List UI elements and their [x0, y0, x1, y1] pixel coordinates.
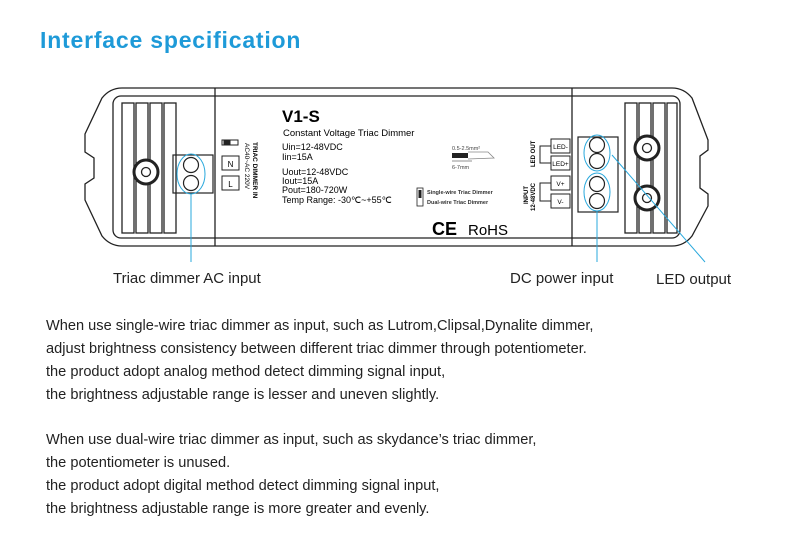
pin-v-minus: V-: [557, 199, 563, 206]
spec-pout: Pout=180-720W: [282, 185, 348, 195]
text-line: the potentiometer is unused.: [46, 455, 231, 471]
switch-option-single: Single-wire Triac Dimmer: [427, 190, 494, 196]
led-out-label: LED OUT: [531, 140, 537, 167]
text-line: When use single-wire triac dimmer as inp…: [46, 318, 594, 334]
device-outline: [84, 87, 709, 247]
ac-range-label: AC40~AC 220V: [243, 143, 250, 190]
pin-l: L: [228, 180, 233, 189]
spec-uout: Uout=12-48VDC: [282, 167, 349, 177]
spec-iin: Iin=15A: [282, 152, 313, 162]
text-line: adjust brightness consistency between di…: [46, 341, 587, 357]
text-line: the product adopt analog method detect d…: [46, 364, 446, 380]
model-name: V1-S: [282, 107, 320, 126]
text-line: the brightness adjustable range is more …: [46, 501, 430, 517]
input-label: INPUT: [524, 186, 530, 204]
ac-input-terminal: [172, 154, 214, 194]
switch-option-dual: Dual-wire Triac Dimmer: [427, 200, 489, 206]
callout-dc-input: DC power input: [510, 270, 614, 287]
pin-n: N: [228, 160, 234, 169]
dc-led-terminal: [577, 136, 619, 213]
input-range-label: 12-48VDC: [531, 182, 537, 211]
page-title: Interface specification: [40, 27, 302, 53]
pin-led-plus: LED+: [552, 161, 569, 168]
wire-gauge: 0.5-2.5mm²: [452, 146, 480, 152]
wire-strip-icon: [452, 151, 495, 162]
product-subtitle: Constant Voltage Triac Dimmer: [283, 128, 414, 139]
strip-length: 6-7mm: [452, 165, 470, 171]
rohs-mark: RoHS: [468, 222, 508, 239]
paragraph-single-wire: When use single-wire triac dimmer as inp…: [46, 315, 593, 407]
paragraph-dual-wire: When use dual-wire triac dimmer as input…: [46, 429, 536, 521]
text-line: the product adopt digital method detect …: [46, 478, 440, 494]
callout-triac-input: Triac dimmer AC input: [113, 270, 261, 287]
ce-mark: CE: [432, 219, 457, 239]
pin-led-minus: LED-: [553, 144, 568, 151]
pin-v-plus: V+: [556, 181, 564, 188]
triac-dimmer-in-label: TRIAC DIMMER IN: [251, 142, 258, 199]
mode-switch-icon: [416, 187, 424, 207]
callout-led-output: LED output: [656, 271, 732, 288]
spec-iout: Iout=15A: [282, 176, 318, 186]
text-line: When use dual-wire triac dimmer as input…: [46, 432, 537, 448]
spec-temp: Temp Range: -30℃~+55℃: [282, 195, 392, 205]
spec-uin: Uin=12-48VDC: [282, 142, 343, 152]
text-line: the brightness adjustable range is lesse…: [46, 387, 440, 403]
